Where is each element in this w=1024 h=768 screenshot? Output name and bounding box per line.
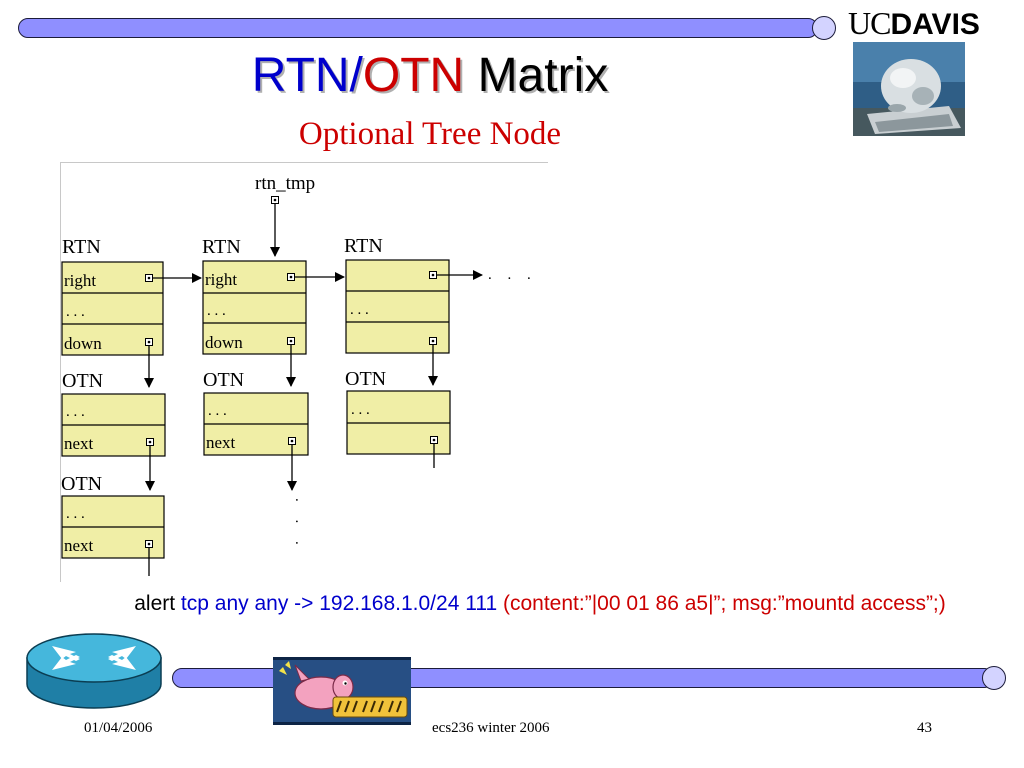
otn-next-field: next [206,433,236,452]
logo-davis-text: DAVIS [890,8,980,41]
title-rtn: RTN [251,49,350,102]
rtn-node-label: RTN [62,236,101,258]
otn-ellipsis-field: . . . [66,404,85,420]
router-icon [26,633,162,709]
egghead-photo [853,42,965,136]
rtn-ellipsis-field: . . . [350,302,369,318]
otn-next-field: next [64,434,94,453]
otn-ellipsis-field: . . . [208,403,227,419]
slide-title: RTN/OTN Matrix [0,48,860,104]
otn-ellipsis-field: . . . [351,402,370,418]
title-separator: / [349,49,363,102]
footer-date: 01/04/2006 [84,720,153,736]
footer-course: ecs236 winter 2006 [432,720,550,736]
otn-ellipsis-field: . . . [66,506,85,522]
otn-node-label: OTN [345,368,386,390]
rtn-node: RTN right . . . down [202,236,307,355]
rule-header: tcp any any -> 192.168.1.0/24 111 [180,592,498,615]
continue-down-dots: . . . [292,498,308,552]
snort-logo [273,657,411,725]
title-matrix: Matrix [477,49,609,102]
rtn-node-label: RTN [202,236,241,258]
rtn-node-label: RTN [344,235,383,257]
slide-subtitle: Optional Tree Node [298,116,562,152]
otn-node: OTN . . . next [61,370,166,457]
rule-options: (content:”|00 01 86 a5|”; msg:”mountd ac… [502,592,946,615]
otn-node-label: OTN [61,473,102,495]
logo-uc-text: UC [848,5,891,41]
top-decor-bar-cap [812,16,836,40]
otn-node: OTN . . . next [203,369,309,456]
pointer-label: rtn_tmp [255,173,315,194]
rtn-node: RTN right . . . down [61,236,164,356]
rule-action: alert [134,592,176,615]
continue-right-dots: . . . [488,267,537,283]
bottom-decor-bar-cap [982,666,1006,690]
rtn-right-field: right [205,270,237,289]
rtn-down-field: down [64,334,102,353]
otn-node-label: OTN [203,369,244,391]
top-decor-bar [18,18,818,38]
snort-rule-example: alert tcp any any -> 192.168.1.0/24 111 … [70,590,1010,618]
ucdavis-logo: UCDAVIS [848,6,980,42]
rtn-otn-diagram: rtn_tmp RTN right . . . down RTN right .… [60,162,548,582]
rtn-node: RTN . . . [344,235,450,354]
otn-next-field: next [64,536,94,555]
otn-node-label: OTN [62,370,103,392]
rtn-right-field: right [64,271,96,290]
rtn-ellipsis-field: . . . [207,303,226,319]
footer-page-number: 43 [917,720,932,736]
otn-node: OTN . . . [345,368,451,455]
title-otn: OTN [362,49,465,102]
rtn-down-field: down [205,333,243,352]
rtn-ellipsis-field: . . . [66,304,85,320]
otn-node: OTN . . . next [61,473,165,559]
